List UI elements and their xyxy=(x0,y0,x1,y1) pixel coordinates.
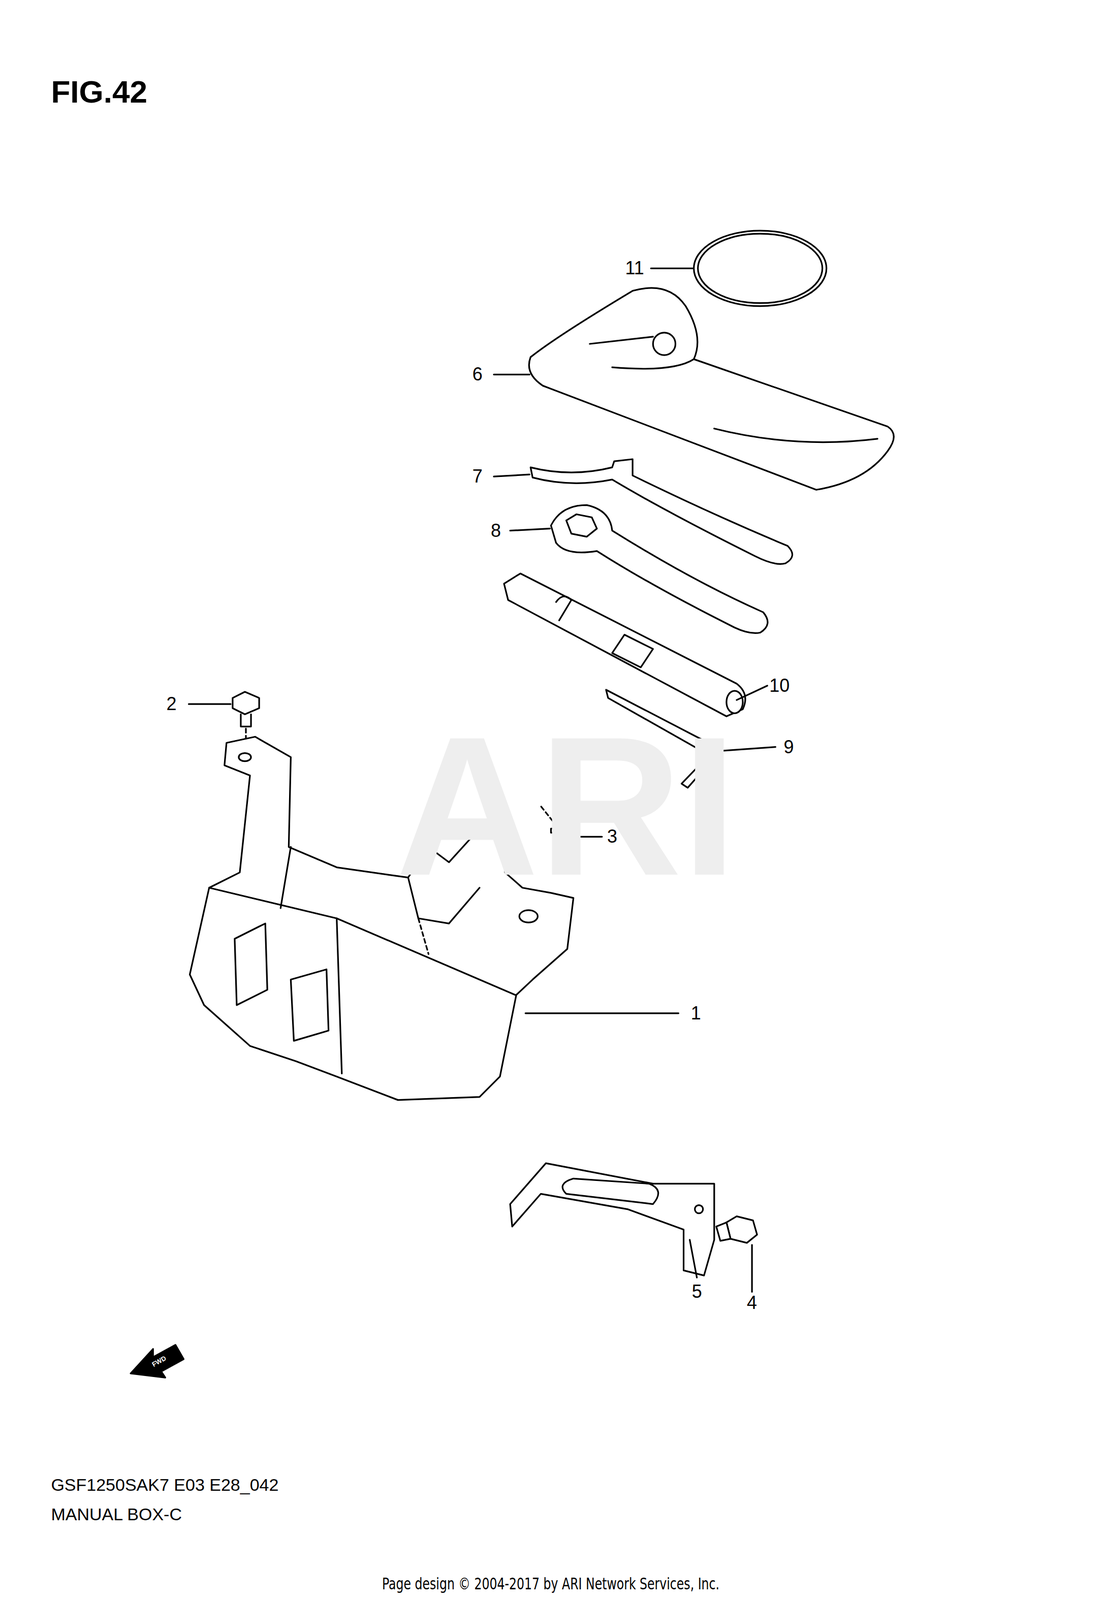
callout-number: 6 xyxy=(472,365,483,384)
figure-caption: MANUAL BOX-C xyxy=(50,1505,182,1524)
figure-title: FIG.42 xyxy=(50,76,148,108)
callout-number: 5 xyxy=(691,1282,703,1302)
callout-number: 9 xyxy=(783,738,794,757)
callout-number: 4 xyxy=(746,1293,757,1313)
callout-number: 2 xyxy=(166,695,177,714)
callout-number: 3 xyxy=(607,827,618,846)
callout-number: 7 xyxy=(472,467,483,486)
copyright-note: Page design © 2004-2017 by ARI Network S… xyxy=(382,1575,720,1593)
callout-number: 10 xyxy=(769,676,790,696)
model-code: GSF1250SAK7 E03 E28_042 xyxy=(50,1476,279,1494)
watermark: ARI xyxy=(395,707,738,906)
callout-number: 8 xyxy=(490,521,501,541)
callout-number: 1 xyxy=(690,1004,702,1023)
callout-number: 11 xyxy=(624,259,644,278)
